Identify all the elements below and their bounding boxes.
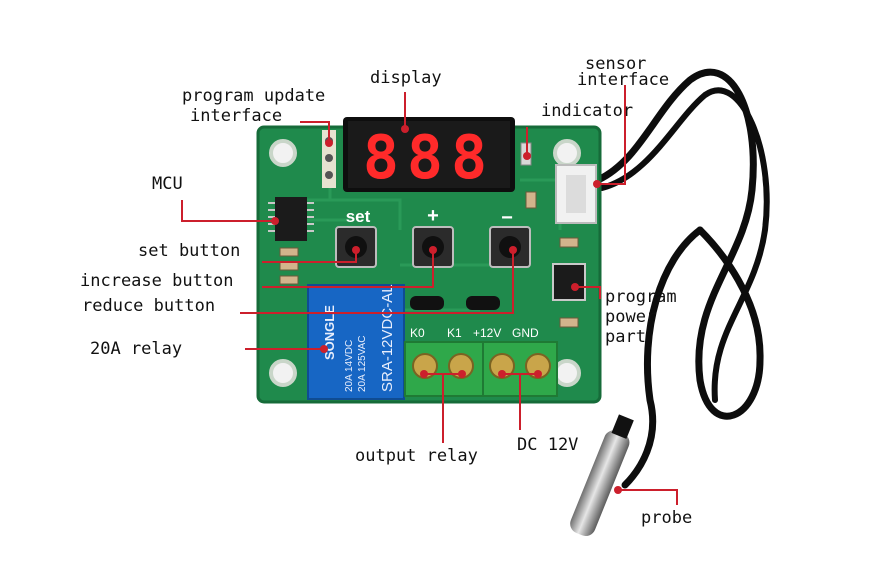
transistors xyxy=(410,296,500,310)
leader-mcu xyxy=(181,200,275,222)
label-indicator: indicator xyxy=(541,101,634,121)
terminal-labels: K0 K1 +12V GND xyxy=(410,326,539,340)
leader-program-update xyxy=(300,121,330,142)
leader-dc-12v xyxy=(502,373,538,430)
label-program-power-line2: power xyxy=(605,307,657,327)
label-program-power-line3: part xyxy=(605,327,646,347)
reduce-button[interactable] xyxy=(489,226,531,268)
display-digits: 888 xyxy=(363,123,495,193)
relay-rating-1: 20A 14VDC xyxy=(344,340,355,392)
terminal-label-gnd: GND xyxy=(512,326,539,340)
terminal-label-12v: +12V xyxy=(473,326,501,340)
voltage-regulator xyxy=(552,263,586,301)
relay-rating-2: 20A 125VAC xyxy=(357,335,368,392)
leader-increase-button xyxy=(262,250,434,288)
mounting-holes xyxy=(269,139,581,387)
probe-cable xyxy=(594,68,770,489)
probe xyxy=(570,414,634,537)
leader-sensor xyxy=(597,85,626,185)
silk-minus: − xyxy=(501,207,513,229)
label-reduce-button: reduce button xyxy=(82,296,216,316)
label-dc-12v: DC 12V xyxy=(517,435,579,455)
pcb-board: 888 set + − xyxy=(256,117,602,404)
label-output-relay: output relay xyxy=(355,446,478,466)
label-increase-button: increase button xyxy=(80,271,234,291)
label-set-button: set button xyxy=(138,241,241,261)
label-sensor-line2: interface xyxy=(577,70,670,90)
label-program-power-line1: program xyxy=(605,287,677,307)
smd-components xyxy=(279,191,579,328)
label-display: display xyxy=(370,68,442,88)
leader-lines xyxy=(181,85,678,505)
silk-set: set xyxy=(346,207,371,226)
terminal-label-k0: K0 xyxy=(410,326,425,340)
relay: SONGLE 20A 14VDC 20A 125VAC SRA-12VDC-AL xyxy=(307,284,405,400)
label-program-update-line1: program update xyxy=(182,86,326,106)
leader-output-relay xyxy=(424,373,462,443)
label-mcu: MCU xyxy=(152,174,183,194)
leader-probe xyxy=(618,489,678,505)
label-sensor-line1: sensor xyxy=(585,54,647,74)
label-probe: probe xyxy=(641,508,693,528)
label-program-update-line2: interface xyxy=(190,106,283,126)
relay-model: SRA-12VDC-AL xyxy=(379,284,396,392)
sensor-connector xyxy=(555,164,597,224)
label-20a-relay: 20A relay xyxy=(90,339,183,359)
leader-program-power xyxy=(575,286,601,299)
terminal-label-k1: K1 xyxy=(447,326,462,340)
mcu-chip xyxy=(268,197,314,241)
silk-plus: + xyxy=(427,205,439,227)
leader-reduce-button xyxy=(240,250,514,314)
seven-segment-display: 888 xyxy=(343,117,515,193)
leader-dots xyxy=(271,125,622,494)
